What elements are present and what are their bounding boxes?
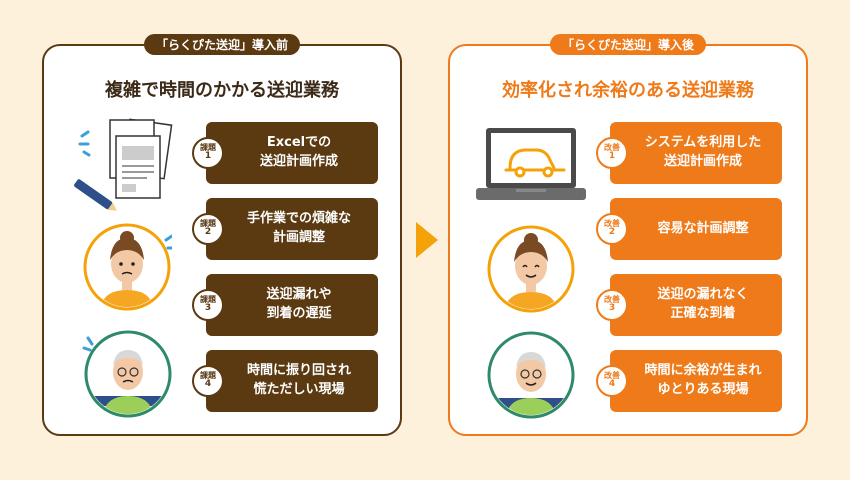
calm-staff-avatar — [487, 225, 575, 313]
badge-number: 3 — [204, 303, 212, 314]
after-item-3: 改善 3 送迎の漏れなく 正確な到着 — [596, 274, 782, 336]
after-badge-2: 改善 2 — [596, 213, 628, 245]
calm-elderly-avatar — [487, 331, 575, 419]
after-badge-1: 改善 1 — [596, 137, 628, 169]
before-badge-4: 課題 4 — [192, 365, 224, 397]
badge-label: 課題 — [200, 371, 216, 381]
after-item-2: 改善 2 容易な計画調整 — [596, 198, 782, 260]
before-item-4: 課題 4 時間に振り回され 慌ただしい現場 — [192, 350, 378, 412]
badge-number: 2 — [204, 227, 212, 238]
documents-icon — [74, 118, 173, 211]
after-item-text: システムを利用した 送迎計画作成 — [644, 135, 762, 169]
badge-label: 改善 — [604, 143, 620, 153]
after-item-text: 容易な計画調整 — [657, 220, 749, 236]
after-tag: 「らくぴた送迎」導入後 — [549, 34, 707, 55]
worried-staff-avatar — [83, 223, 172, 311]
after-badge-4: 改善 4 — [596, 365, 628, 397]
after-item-1: 改善 1 システムを利用した 送迎計画作成 — [596, 122, 782, 184]
after-item-text: 送迎の漏れなく 正確な到着 — [657, 287, 749, 321]
before-badge-1: 課題 1 — [192, 137, 224, 169]
before-item-2: 課題 2 手作業での煩雑な 計画調整 — [192, 198, 378, 260]
badge-number: 3 — [608, 303, 616, 314]
badge-label: 課題 — [200, 143, 216, 153]
badge-label: 改善 — [604, 295, 620, 305]
after-title: 効率化され余裕のある送迎業務 — [502, 80, 754, 101]
after-item-4: 改善 4 時間に余裕が生まれ ゆとりある現場 — [596, 350, 782, 412]
before-badge-3: 課題 3 — [192, 289, 224, 321]
laptop-icon — [476, 128, 586, 200]
before-item-3: 課題 3 送迎漏れや 到着の遅延 — [192, 274, 378, 336]
badge-number: 2 — [608, 227, 616, 238]
after-badge-3: 改善 3 — [596, 289, 628, 321]
before-title: 複雑で時間のかかる送迎業務 — [105, 80, 339, 101]
badge-label: 改善 — [604, 371, 620, 381]
before-item-text: 送迎漏れや 到着の遅延 — [266, 287, 332, 321]
arrow-right-icon — [416, 222, 438, 258]
after-panel: 「らくぴた送迎」導入後 効率化され余裕のある送迎業務 — [448, 34, 808, 436]
before-item-text: 手作業での煩雑な 計画調整 — [246, 211, 351, 245]
badge-label: 課題 — [200, 295, 216, 305]
after-item-text: 時間に余裕が生まれ ゆとりある現場 — [644, 363, 762, 397]
badge-label: 改善 — [604, 219, 620, 229]
badge-number: 4 — [204, 379, 212, 390]
before-panel: 「らくぴた送迎」導入前 複雑で時間のかかる送迎業務 — [42, 34, 402, 436]
before-badge-2: 課題 2 — [192, 213, 224, 245]
badge-number: 1 — [608, 151, 616, 162]
badge-number: 4 — [608, 379, 616, 390]
before-item-text: 時間に振り回され 慌ただしい現場 — [246, 363, 351, 397]
worried-elderly-avatar — [82, 330, 172, 418]
before-item-text: Excelでの 送迎計画作成 — [259, 135, 338, 169]
before-item-1: 課題 1 Excelでの 送迎計画作成 — [192, 122, 378, 184]
before-tag: 「らくぴた送迎」導入前 — [143, 34, 301, 55]
badge-number: 1 — [204, 151, 212, 162]
badge-label: 課題 — [200, 219, 216, 229]
